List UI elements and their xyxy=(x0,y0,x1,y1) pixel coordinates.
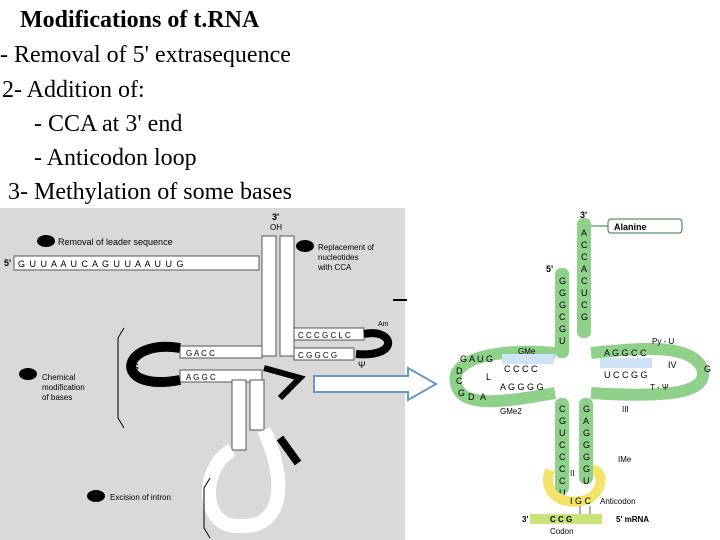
bullet-removal: - Removal of 5' extrasequence xyxy=(0,41,291,69)
mrna-3prime: 3' xyxy=(522,515,528,524)
acr-2: A xyxy=(583,416,589,426)
a5-base-4: C xyxy=(559,312,566,322)
a3-base-2: C xyxy=(581,240,588,250)
anticodon-stem-left xyxy=(232,380,246,450)
anticodon-loop-seq: I G C xyxy=(570,496,592,506)
l-label: L xyxy=(486,372,491,382)
acr-6: G xyxy=(583,464,590,474)
note-bullet-replacement xyxy=(296,240,314,252)
iv-label: IV xyxy=(668,360,677,370)
a3-base-6: U xyxy=(581,288,588,298)
acr-1: G xyxy=(583,404,590,414)
anticodon-stem-right-bases: G A G G G G U xyxy=(583,404,590,486)
left-3prime: 3' xyxy=(272,212,279,222)
bullet-cca: - CCA at 3' end xyxy=(34,110,182,138)
gme-label: GMe xyxy=(518,347,536,356)
left-5prime: 5' xyxy=(4,258,11,268)
bullet-anticodon-loop: - Anticodon loop xyxy=(34,144,197,172)
t-arm-2-seq: U C C G G xyxy=(604,370,648,380)
bullet-addition: 2- Addition of: xyxy=(2,76,145,104)
t-arm-pairing xyxy=(600,358,652,368)
acr-5: G xyxy=(583,452,590,462)
alanine-label: Alanine xyxy=(614,222,647,232)
d-arm-top-seq: G A C C xyxy=(186,349,215,358)
d-loop-base-2: C xyxy=(456,376,463,386)
am-label: Am xyxy=(378,321,389,328)
leader-sequence: G U U A A U C A G U U A A U U G xyxy=(18,259,185,269)
acl-7: C xyxy=(559,476,566,486)
gme2-label: GMe2 xyxy=(500,407,522,416)
a5-base-3: G xyxy=(559,300,566,310)
right-3prime: 3' xyxy=(580,210,587,220)
a3-base-4: A xyxy=(581,264,587,274)
a3-base-8: G xyxy=(581,312,588,322)
d-loop-base-5: A xyxy=(480,392,486,402)
t-arm-bottom-seq: C G G C G xyxy=(298,351,337,360)
left-a: A xyxy=(284,387,290,396)
right-trna-cloverleaf-figure: 3' Alanine A C C A C U C G 5' G G G C G … xyxy=(440,208,720,540)
acl-4: C xyxy=(559,440,566,450)
ime-label: IMe xyxy=(618,455,632,464)
acceptor-stem-left xyxy=(262,236,276,356)
a3-base-3: C xyxy=(581,252,588,262)
left-g: G xyxy=(132,362,139,372)
a5-base-5: G xyxy=(559,324,566,334)
note-chemical-1: Chemical xyxy=(42,373,76,382)
a5-base-2: G xyxy=(559,288,566,298)
acceptor-stem-right xyxy=(280,236,294,356)
acl-3: U xyxy=(559,428,566,438)
note-bullet-intron xyxy=(87,490,105,502)
note-chemical-3: of bases xyxy=(42,393,72,402)
acr-7: U xyxy=(583,476,590,486)
g-label: G xyxy=(704,364,711,374)
ii-label: II xyxy=(570,469,574,478)
acl-5: C xyxy=(559,452,566,462)
d-loop-base-1: D xyxy=(456,366,463,376)
codon-seq: C C G xyxy=(550,515,572,524)
note-bullet-removal xyxy=(37,235,55,247)
d-loop-base-3: G xyxy=(458,388,465,398)
t-arm-top-seq: C C C G C L C xyxy=(298,331,351,340)
note-intron: Excision of intron xyxy=(110,493,171,502)
mrna-5prime: 5' mRNA xyxy=(616,515,649,524)
iii-label: III xyxy=(622,405,629,414)
anticodon-label: Anticodon xyxy=(600,497,636,506)
codon-label: Codon xyxy=(550,527,574,536)
left-oh: OH xyxy=(270,223,282,232)
d-arm-2-seq: C C C C xyxy=(504,364,538,374)
a5-base-1: G xyxy=(559,276,566,286)
process-arrow xyxy=(312,366,440,402)
arrow-shape xyxy=(314,368,436,400)
acr-3: G xyxy=(583,428,590,438)
note-replacement-2: nucleotides xyxy=(318,253,358,262)
acr-4: G xyxy=(583,440,590,450)
py-u-label: Py - U xyxy=(652,337,674,346)
a5-base-6: U xyxy=(559,336,566,346)
a3-base-7: C xyxy=(581,300,588,310)
dash-mark xyxy=(393,299,407,301)
note-bullet-chemical xyxy=(19,368,37,380)
note-removal: Removal of leader sequence xyxy=(58,237,173,247)
d-loop-base-4: D xyxy=(468,392,475,402)
d-arm-top-seq: G A U G xyxy=(460,354,493,364)
ggg-seq: A G G G G xyxy=(500,382,544,392)
d-arm-bottom-seq: A G G C xyxy=(186,373,216,382)
a3-base-5: C xyxy=(581,276,588,286)
acl-1: C xyxy=(559,404,566,414)
t-arm-seq: A G G C C xyxy=(604,348,647,358)
note-replacement-3: with CCA xyxy=(317,263,352,272)
t-psi-label: T - Ψ xyxy=(650,383,669,392)
acl-2: G xyxy=(559,416,566,426)
slide-title: Modifications of t.RNA xyxy=(20,6,259,34)
right-5prime: 5' xyxy=(546,264,553,274)
a3-base-1: A xyxy=(581,228,587,238)
bullet-methylation: 3- Methylation of some bases xyxy=(8,178,292,206)
acl-6: C xyxy=(559,464,566,474)
note-replacement-1: Replacement of xyxy=(318,243,375,252)
note-chemical-2: modification xyxy=(42,383,85,392)
anticodon-stem-right xyxy=(250,380,264,430)
